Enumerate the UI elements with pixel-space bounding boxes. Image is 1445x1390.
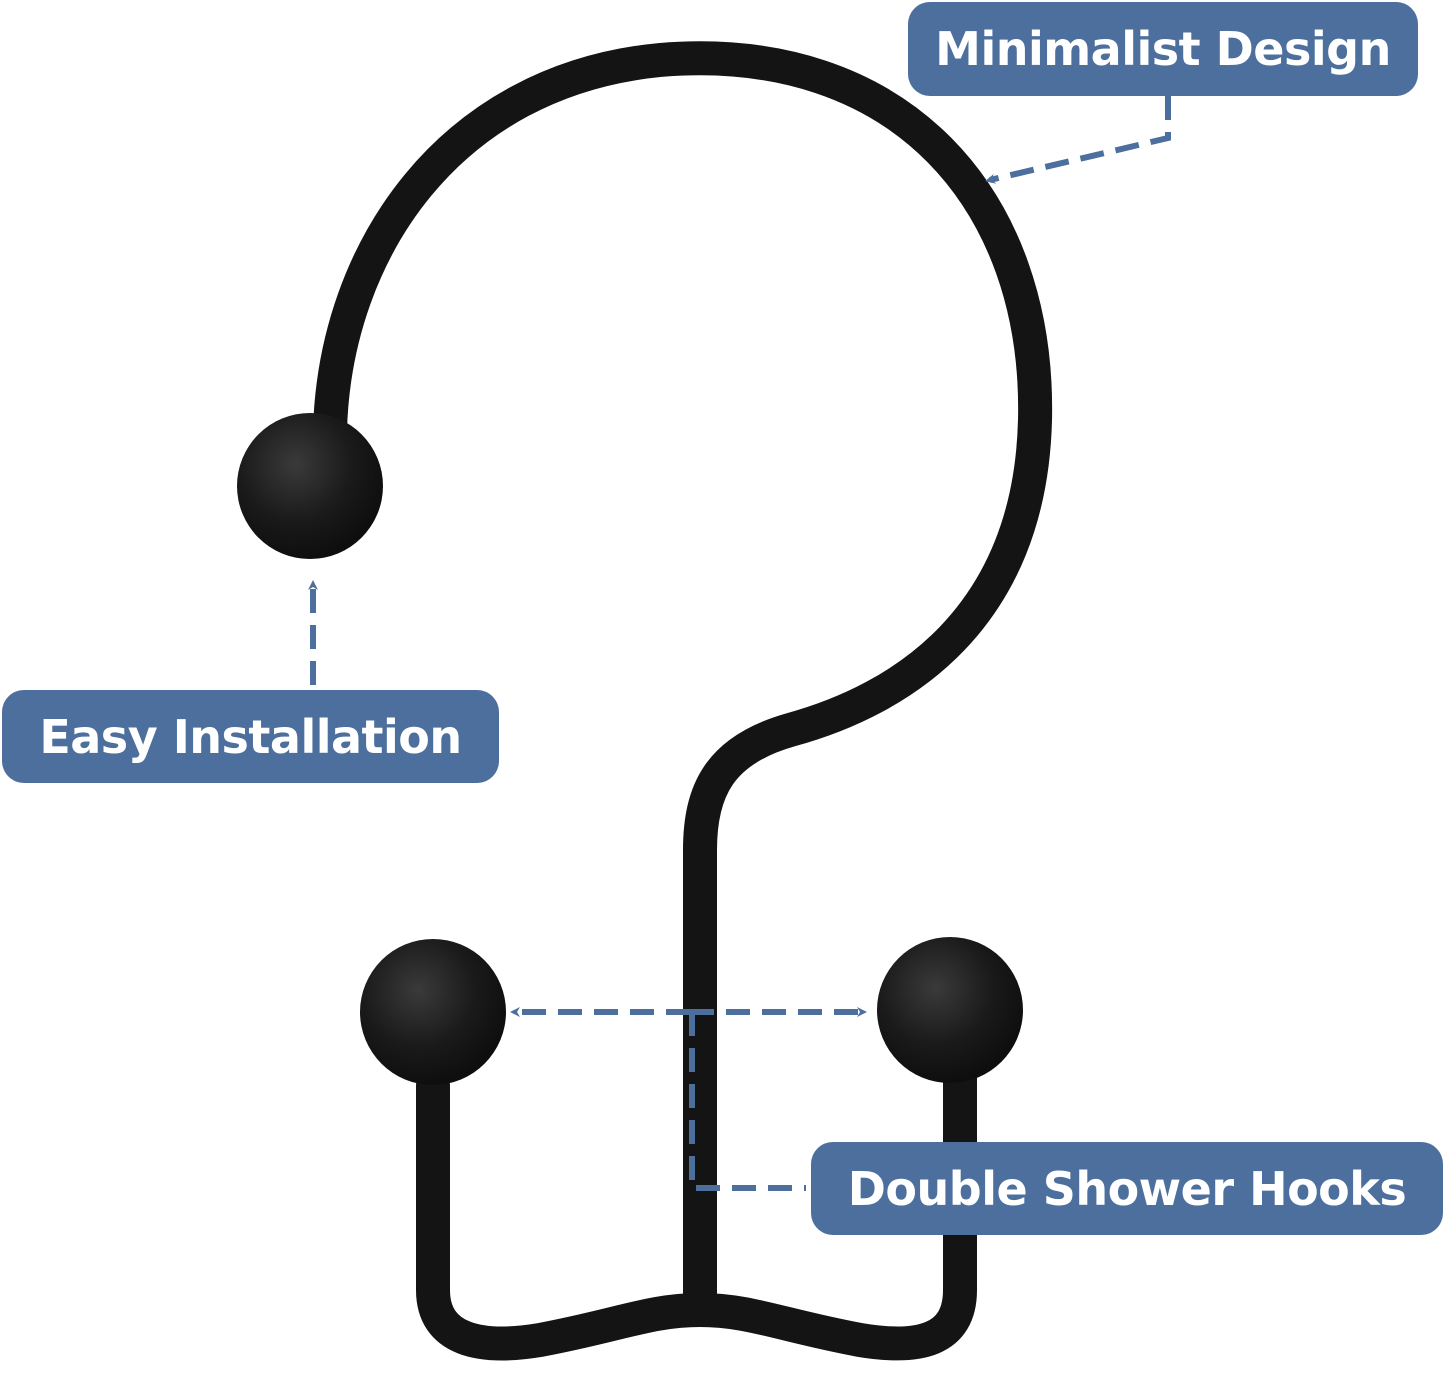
left-ball [360, 939, 506, 1085]
double-shower-hooks-label: Double Shower Hooks [811, 1142, 1443, 1235]
right-ball [877, 937, 1023, 1083]
arrow-minimalist [985, 96, 1171, 184]
hook-loop [313, 41, 1053, 1327]
hook-base [416, 1058, 977, 1361]
easy-installation-label: Easy Installation [2, 690, 499, 783]
arrow-double [510, 1007, 867, 1191]
top-ball [237, 413, 383, 559]
minimalist-design-label: Minimalist Design [908, 2, 1418, 96]
